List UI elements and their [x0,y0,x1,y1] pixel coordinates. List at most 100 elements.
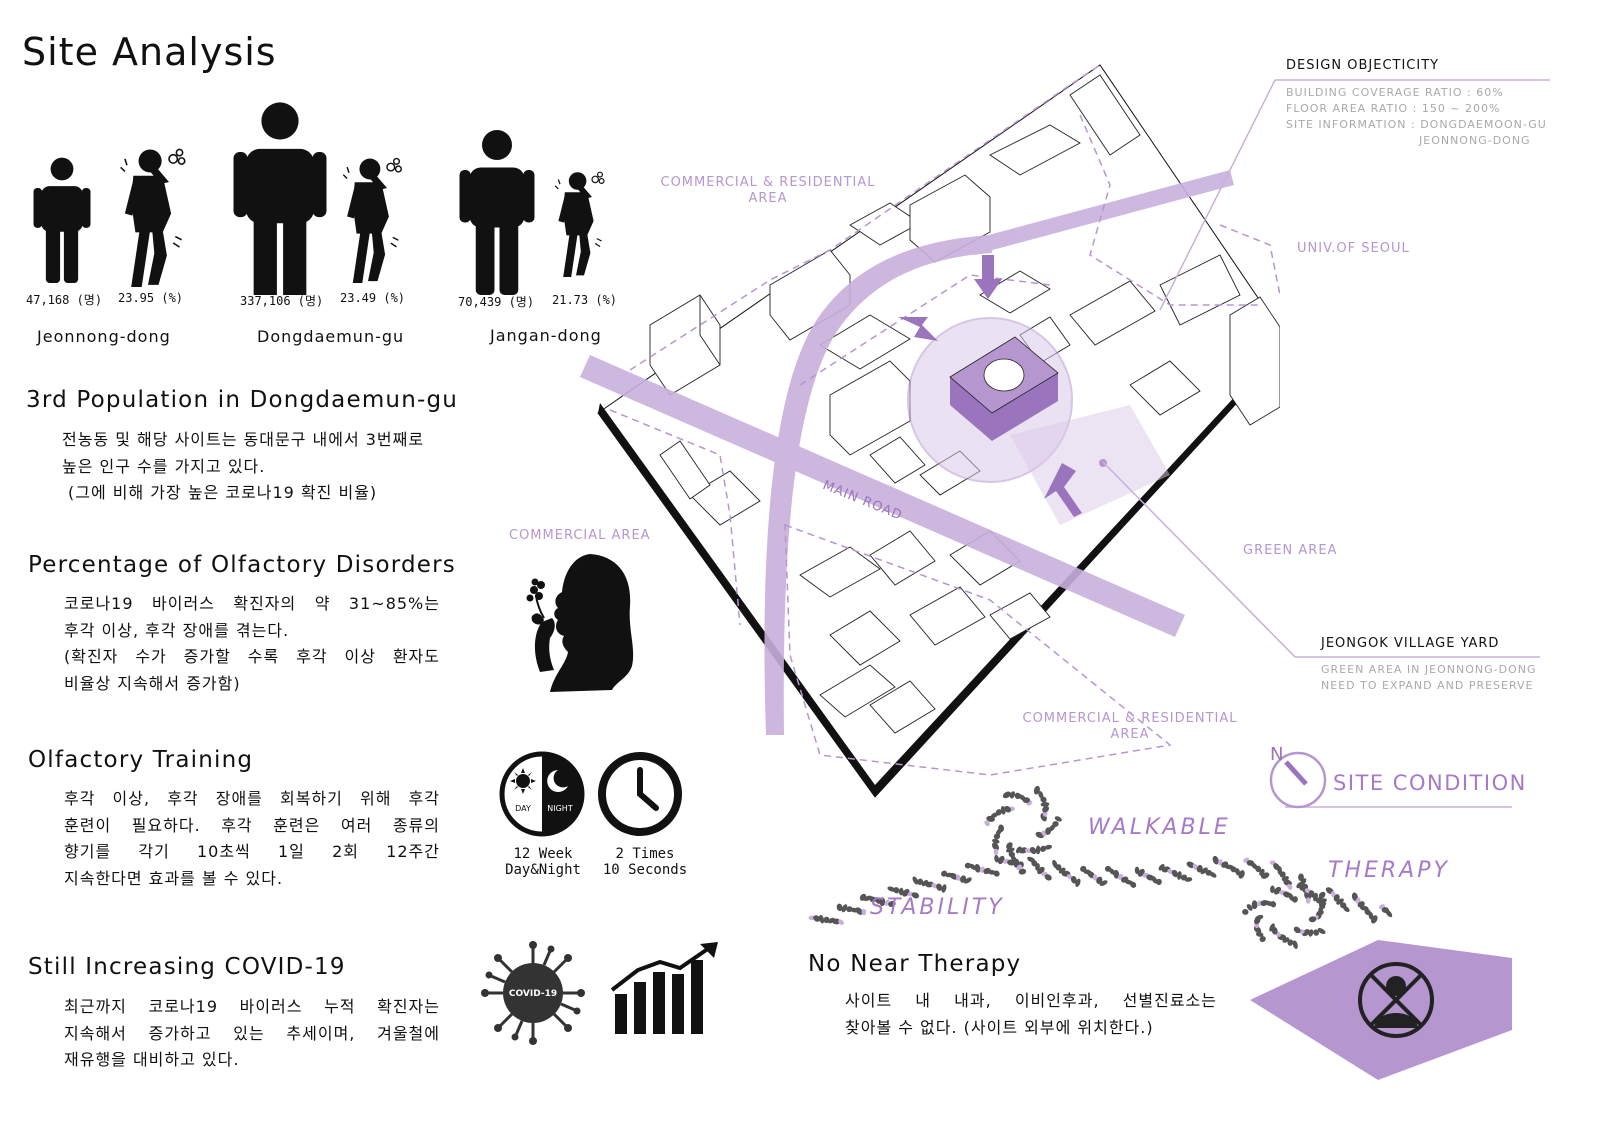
pebble [993,833,1001,840]
pebble [1113,869,1120,879]
pebble [1287,883,1293,890]
pebble [984,820,990,827]
pebble [1317,927,1326,935]
pebble [936,883,943,891]
pebble [1298,873,1304,882]
no-doctor-panel [1250,940,1512,1080]
pebble [1217,859,1223,866]
pebble [990,812,999,818]
covid-icons: COVID-19 [481,941,718,1045]
pebble [911,892,920,899]
pebble [1196,864,1203,873]
pebble [836,903,843,912]
site-building [907,317,1170,525]
description-line: 비율상 지속해서 증가함) [64,673,241,693]
pebble [819,914,825,924]
pebble [994,854,999,863]
pebble [893,887,900,894]
pebble [1230,866,1237,873]
population-figures [33,102,605,295]
village-yard-details: GREEN AREA IN JEONNONG-DONG NEED TO EXPA… [1321,663,1537,692]
description-line: 후각 이상, 후각 장애를 겪는다. [64,620,290,640]
label-commercial-area: COMMERCIAL AREA [509,528,651,543]
pebble [1004,805,1012,813]
pebble [1019,847,1028,854]
pebble [855,907,863,915]
pebble [1002,791,1011,799]
woman-smelling-flower-icon [526,554,634,692]
pebble [869,896,876,903]
pebble [1052,821,1059,827]
pebble [1035,845,1041,855]
pebble [1279,871,1286,878]
district-name: Jeonnong-dong [37,327,171,346]
coughing-person-icon [119,148,186,288]
site-condition-label: SITE CONDITION [1333,771,1527,795]
covid-rate-value: 23.95 (%) [118,291,184,305]
pebble [1254,914,1264,921]
pebble [1259,936,1266,943]
pebble [1009,791,1016,799]
pebble [1006,847,1015,853]
increasing-chart-icon [610,942,718,1034]
pebble [1270,885,1275,894]
pebble [1256,900,1263,907]
pebble [964,862,972,869]
pebble [974,863,981,873]
description-line: 사이트 내 내과, 이비인후과, 선별진료소는 [845,991,1217,1010]
pebble [1151,875,1158,884]
pebble [991,842,1000,851]
schedule-caption: 12 Week Day&Night [505,846,581,878]
pebble [1336,898,1344,905]
pebble [1006,842,1013,850]
pebble [941,884,947,893]
covid-rate-value: 21.73 (%) [552,293,618,307]
description-line: 높은 인구 수를 가지고 있다. [62,456,266,476]
pebble [1096,876,1103,884]
section-heading-covid: Still Increasing COVID-19 [28,954,346,980]
pebble [831,918,841,925]
pebble [1355,897,1361,904]
north-label: N [1270,744,1283,765]
times-caption: 2 Times 10 Seconds [602,846,688,878]
pebble [1370,915,1378,924]
pebble [1318,901,1327,907]
pebble [969,863,977,870]
pebble [955,874,961,881]
label-univ-of-seoul: UNIV.OF SEOUL [1297,241,1410,256]
section-heading-olfactory: Percentage of Olfactory Disorders [28,552,456,578]
design-objecticity-details: BUILDING COVERAGE RATIO : 60% FLOOR AREA… [1286,86,1547,147]
pebble [1184,877,1193,882]
pebble [1044,844,1053,850]
pebble [993,870,1000,877]
description-line: 전농동 및 해당 사이트는 동대문구 내에서 3번째로 [62,430,425,449]
design-objecticity-heading: DESIGN OBJECTICITY [1286,58,1440,73]
description-line: 향기를 각기 10초씩 1일 2회 12주간 [64,842,440,861]
training-description: 후각 이상, 후각 장애를 회복하기 위해 후각 훈련이 필요하다. 후각 훈련… [64,786,440,892]
description-line: 최근까지 코로나19 바이러스 누적 확진자는 [64,997,440,1016]
pebble [1308,890,1315,898]
keyword-walkable: WALKABLE [1088,815,1231,840]
virus-label: COVID-19 [509,989,557,999]
pebble [1130,881,1137,888]
coughing-person-icon [342,157,402,284]
description-line: 훈련이 필요하다. 후각 훈련은 여러 종류의 [64,815,440,835]
description-line: 지속해서 증가하고 있는 추세이며, 겨울철에 [64,1023,440,1043]
description-line: (확진자 수가 증가할 수록 후각 이상 환자도 [64,647,440,666]
covid-description: 최근까지 코로나19 바이러스 누적 확진자는 지속해서 증가하고 있는 추세이… [64,994,440,1074]
pebble [986,815,995,822]
pebble [917,878,924,885]
pebble [1212,855,1219,865]
keyword-stability: STABILITY [870,895,1005,920]
keyword-therapy: THERAPY [1328,858,1450,883]
north-compass-icon: N [1269,744,1327,809]
pebble [1238,870,1245,879]
description-line: 코로나19 바이러스 확진자의 약 31~85%는 [64,594,440,613]
pebble [1033,785,1040,795]
pebble [1192,863,1198,870]
description-line: (그에 비해 가장 높은 코로나19 확진 비율) [68,483,378,502]
population-value: 70,439 (명) [458,295,535,309]
pebble [1251,900,1258,910]
pebble [1253,925,1262,934]
training-icons: DAY NIGHT [499,751,682,837]
